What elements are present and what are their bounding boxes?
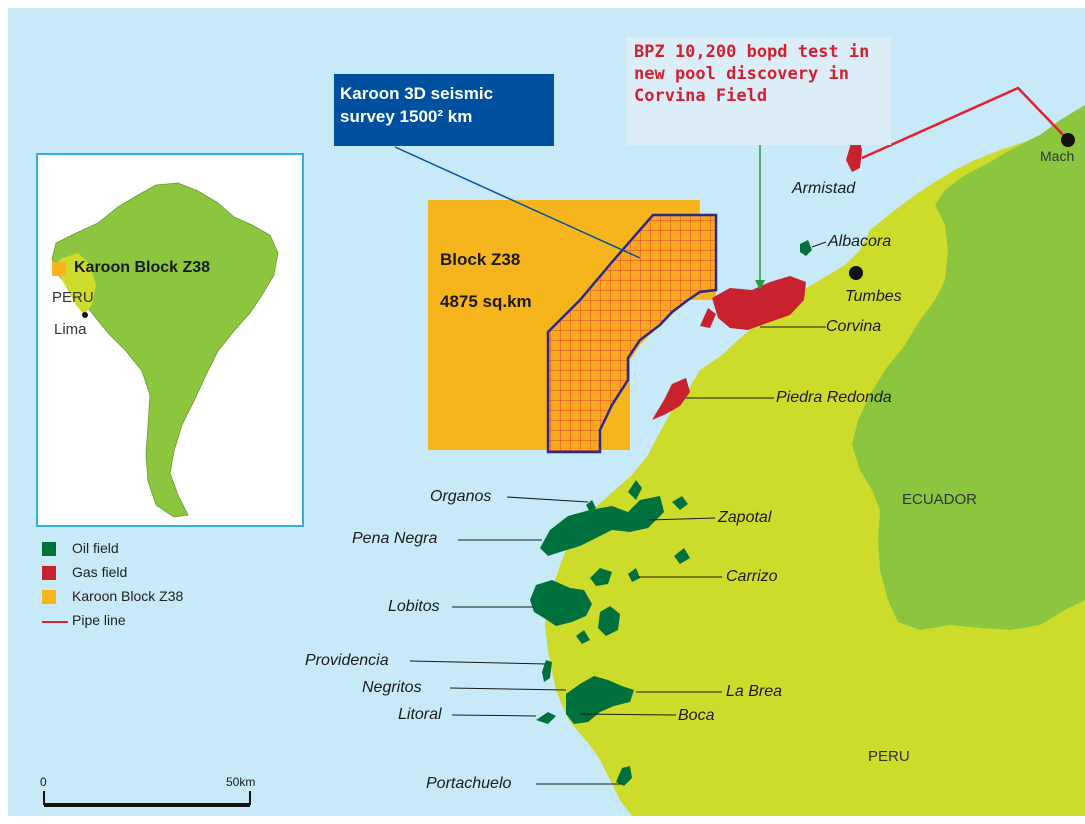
oil-field-boca [566, 706, 580, 718]
town-dot-mach [1061, 133, 1075, 147]
bpz-callout-line3: Corvina Field [634, 86, 768, 106]
gas-field-swatch [42, 566, 56, 580]
label-boca: Boca [678, 707, 715, 724]
oil-field-providencia [542, 660, 552, 682]
town-dot-tumbes [849, 266, 863, 280]
country-label-ecuador: ECUADOR [902, 491, 978, 508]
leader-negritos [449, 687, 567, 691]
block-swatch [42, 590, 56, 604]
south-america-shape [51, 182, 279, 518]
gas-field-corvina-west [700, 308, 716, 328]
leader-litoral [451, 714, 537, 717]
label-lobitos: Lobitos [388, 598, 440, 615]
label-carrizo: Carrizo [726, 568, 778, 585]
oil-field-portachuelo [616, 766, 632, 786]
karoon-callout: Karoon 3D seismic survey 1500² km [334, 74, 554, 146]
label-mach: Mach [1040, 148, 1075, 164]
leader-bpz-arrow [755, 280, 765, 290]
label-organos: Organos [430, 488, 492, 505]
oil-field-lobitos [530, 580, 620, 644]
label-armistad: Armistad [792, 180, 856, 197]
leader-zapotal [647, 517, 716, 521]
scale-start-label: 0 [40, 775, 47, 789]
label-portachuelo: Portachuelo [426, 775, 512, 792]
oil-field-litoral [536, 712, 556, 724]
label-albacora: Albacora [828, 233, 892, 250]
label-la-brea: La Brea [726, 683, 783, 700]
pipe-line-swatch [42, 621, 68, 623]
karoon-callout-line1: Karoon 3D seismic [340, 84, 494, 103]
oil-field-organos [586, 480, 642, 512]
pipe-line [861, 86, 1069, 160]
karoon-callout-line2: survey 1500² km [340, 107, 473, 126]
block-area-label: 4875 sq.km [440, 292, 532, 311]
inset-south-america [51, 182, 279, 518]
scale-end-label: 50km [226, 775, 256, 789]
oil-field-pena-negra [540, 496, 664, 556]
label-litoral: Litoral [398, 706, 442, 723]
label-zapotal: Zapotal [718, 509, 772, 526]
gas-field-piedra-redonda [652, 378, 690, 420]
leader-karoon [394, 146, 641, 259]
scale-bar-graphic [43, 791, 251, 807]
legend-label-pipe: Pipe line [72, 612, 126, 628]
legend-label-block: Karoon Block Z38 [72, 588, 184, 604]
ecuador-land [852, 105, 1085, 630]
legend-label-gas: Gas field [72, 564, 128, 580]
inset-city-label: Lima [54, 321, 87, 338]
leader-organos [506, 496, 589, 503]
inset-country-label: PERU [52, 289, 94, 306]
inset-map: Karoon Block Z38 PERU Lima [36, 153, 304, 527]
oil-field-negritos-la-brea [566, 676, 634, 724]
bpz-callout-line1: BPZ 10,200 bopd test in [634, 42, 870, 62]
inset-block-marker [52, 262, 66, 276]
label-pena-negra: Pena Negra [352, 530, 438, 547]
leader-providencia [409, 660, 547, 665]
label-tumbes: Tumbes [845, 288, 902, 305]
label-negritos: Negritos [362, 679, 422, 696]
bpz-callout-line2: new pool discovery in [634, 64, 849, 84]
label-providencia: Providencia [305, 652, 389, 669]
bpz-callout: BPZ 10,200 bopd test in new pool discove… [626, 37, 891, 145]
block-name-label: Block Z38 [440, 250, 521, 269]
leader-boca [579, 713, 677, 716]
oil-field-swatch [42, 542, 56, 556]
label-piedra-redonda: Piedra Redonda [776, 389, 892, 406]
legend-label-oil: Oil field [72, 540, 119, 556]
inset-block-label: Karoon Block Z38 [74, 259, 211, 276]
inset-lima-dot [82, 312, 88, 318]
country-label-peru: PERU [868, 748, 910, 765]
oil-field-albacora [800, 240, 812, 256]
leader-albacora [811, 241, 827, 248]
scale-bar: 0 50km [40, 775, 262, 814]
label-corvina: Corvina [826, 318, 882, 335]
oil-field-carrizo [590, 548, 690, 586]
oil-field-zapotal [672, 496, 688, 510]
gas-field-corvina [712, 276, 806, 330]
seismic-survey-area [546, 213, 718, 454]
block-z38-lower [428, 200, 548, 450]
